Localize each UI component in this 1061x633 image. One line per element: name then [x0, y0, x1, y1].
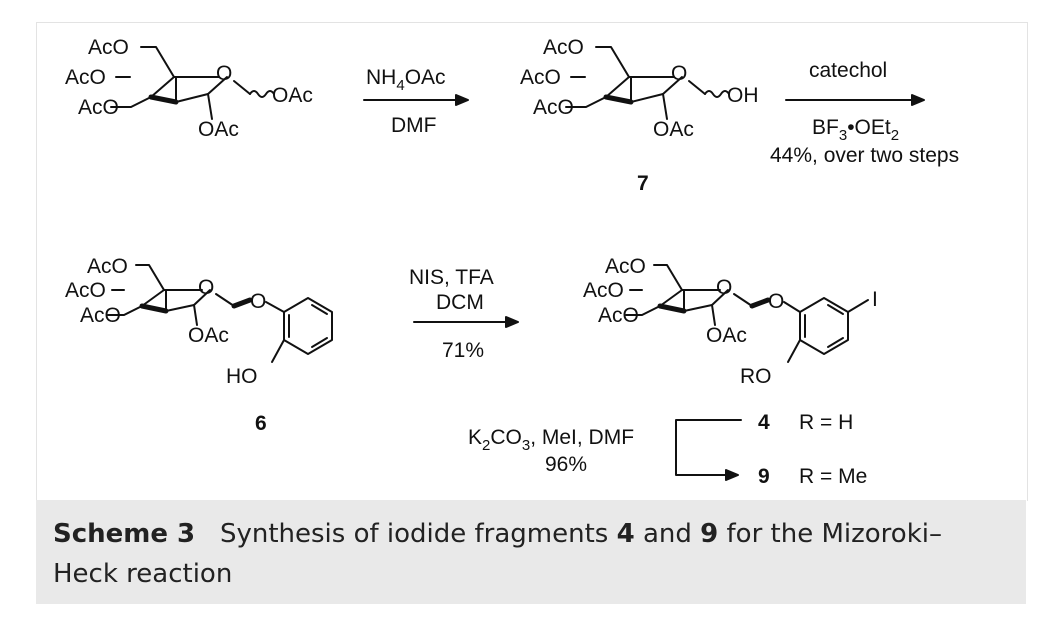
iodide-ro: RO [740, 365, 772, 388]
mol6-aco-top: AcO [87, 255, 128, 278]
mol1-aco-top: AcO [88, 36, 129, 59]
caption-text-part3: for the Mizoroki– [726, 519, 942, 549]
iodide-glycosidic-o: O [768, 290, 784, 313]
iodide-aco-bot: AcO [598, 304, 639, 327]
caption-compound-9: 9 [700, 519, 719, 549]
branch-arrow [675, 419, 742, 481]
mol6-ring-o: O [198, 276, 214, 299]
mol1-ring-o: O [216, 62, 232, 85]
mol7-c2-oac: OAc [653, 118, 694, 141]
step4-reagents: K2CO3, MeI, DMF [468, 426, 634, 454]
product-9-r-group: R = Me [799, 465, 867, 488]
mol7-anomeric-oh: OH [727, 84, 759, 107]
iodide-ring-o: O [716, 276, 732, 299]
mol6-phenol-ho: HO [226, 365, 258, 388]
compound-label-4: 4 [758, 411, 770, 434]
caption-compound-4: 4 [616, 519, 635, 549]
iodide-c2-oac: OAc [706, 324, 747, 347]
step2-yield: 44%, over two steps [770, 144, 959, 167]
step4-yield: 96% [545, 453, 587, 476]
step2-reagent-top: catechol [809, 59, 887, 82]
sugar-ring-1 [110, 46, 275, 120]
step2-reagent-bottom: BF3•OEt2 [812, 116, 899, 144]
caption-text-part2: and [642, 519, 692, 549]
iodide-aco-mid: AcO [583, 279, 624, 302]
sugar-ring-6 [107, 264, 333, 363]
mol6-glycosidic-o: O [250, 290, 266, 313]
mol7-aco-mid: AcO [520, 66, 561, 89]
sugar-ring-7 [565, 46, 730, 120]
compound-label-6: 6 [255, 412, 267, 435]
iodide-aco-top: AcO [605, 255, 646, 278]
mol7-ring-o: O [671, 62, 687, 85]
caption-text-part1: Synthesis of iodide fragments [219, 519, 609, 549]
caption-scheme-number: Scheme 3 [53, 519, 196, 549]
sugar-ring-iodide [625, 264, 869, 363]
product-4-r-group: R = H [799, 411, 853, 434]
mol1-c2-oac: OAc [198, 118, 239, 141]
mol6-aco-mid: AcO [65, 279, 106, 302]
step1-solvent: DMF [391, 114, 437, 137]
mol1-aco-mid: AcO [65, 66, 106, 89]
step3-reagents: NIS, TFA [409, 266, 494, 289]
step3-yield: 71% [442, 339, 484, 362]
caption-text-line2: Heck reaction [53, 559, 233, 589]
reaction-scheme: AcO AcO AcO O OAc OAc NH4OAc DMF AcO AcO… [65, 36, 959, 488]
mol1-aco-bot: AcO [78, 96, 119, 119]
mol1-anomeric-oac: OAc [272, 84, 313, 107]
mol7-aco-top: AcO [543, 36, 584, 59]
mol7-aco-bot: AcO [533, 96, 574, 119]
compound-label-9: 9 [758, 465, 770, 488]
scheme-figure [36, 22, 1028, 501]
step3-solvent: DCM [436, 291, 484, 314]
iodide-i: I [872, 288, 878, 311]
mol6-c2-oac: OAc [188, 324, 229, 347]
step1-reagent: NH4OAc [366, 66, 446, 94]
mol6-aco-bot: AcO [80, 304, 121, 327]
compound-label-7: 7 [637, 172, 649, 195]
scheme-caption: Scheme 3 Synthesis of iodide fragments 4… [36, 500, 1026, 604]
